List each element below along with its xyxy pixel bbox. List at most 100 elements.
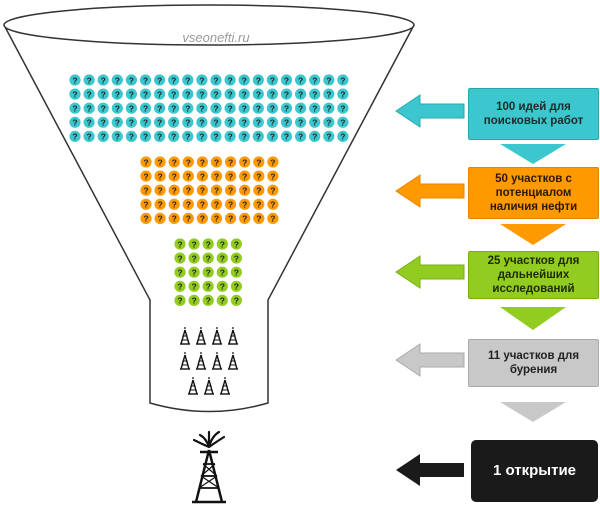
research-question-mark: ? bbox=[234, 253, 239, 263]
idea-dot bbox=[280, 74, 293, 86]
research-dot bbox=[202, 238, 214, 250]
idea-question-mark: ? bbox=[340, 132, 345, 142]
idea-dot bbox=[168, 88, 180, 100]
potential-question-mark: ? bbox=[172, 171, 177, 181]
potential-question-mark: ? bbox=[214, 171, 219, 181]
potential-question-mark: ? bbox=[214, 200, 219, 210]
potential-dot bbox=[210, 198, 223, 210]
research-question-mark: ? bbox=[220, 253, 225, 263]
idea-dot bbox=[224, 116, 236, 128]
idea-dot bbox=[196, 88, 208, 100]
potential-question-mark: ? bbox=[256, 171, 261, 181]
idea-question-mark: ? bbox=[171, 118, 176, 128]
idea-question-mark: ? bbox=[129, 132, 134, 142]
chevron-1 bbox=[500, 144, 566, 164]
idea-question-mark: ? bbox=[157, 75, 162, 85]
idea-question-mark: ? bbox=[340, 89, 345, 99]
idea-dot bbox=[309, 74, 321, 86]
research-question-mark: ? bbox=[191, 239, 196, 249]
research-dot bbox=[188, 294, 200, 306]
potential-dot bbox=[196, 198, 208, 210]
idea-question-mark: ? bbox=[326, 104, 331, 114]
idea-dot bbox=[323, 130, 335, 142]
potential-question-mark: ? bbox=[200, 214, 205, 224]
potential-question-mark: ? bbox=[228, 214, 233, 224]
potential-dot bbox=[182, 156, 194, 168]
idea-question-mark: ? bbox=[157, 132, 162, 142]
idea-dot bbox=[111, 130, 123, 142]
potential-dot bbox=[196, 156, 208, 168]
idea-question-mark: ? bbox=[242, 118, 247, 128]
potential-dot bbox=[196, 184, 208, 196]
idea-dot bbox=[323, 88, 335, 100]
potential-question-mark: ? bbox=[143, 214, 148, 224]
stage-box-drilling: 11 участков для бурения bbox=[468, 339, 599, 387]
idea-dot bbox=[69, 88, 81, 100]
potential-question-mark: ? bbox=[228, 157, 233, 167]
idea-dot bbox=[337, 102, 349, 114]
idea-dot bbox=[139, 102, 152, 114]
idea-question-mark: ? bbox=[284, 104, 289, 114]
idea-dot bbox=[168, 130, 180, 142]
potential-dot bbox=[239, 170, 251, 182]
idea-dot bbox=[323, 102, 335, 114]
potential-question-mark: ? bbox=[256, 200, 261, 210]
stage-box-discovery: 1 открытие bbox=[471, 440, 598, 502]
idea-dot bbox=[69, 130, 81, 142]
research-dot bbox=[188, 252, 200, 264]
idea-dot bbox=[154, 74, 166, 86]
idea-dot bbox=[280, 102, 293, 114]
idea-question-mark: ? bbox=[185, 75, 190, 85]
research-dot bbox=[174, 294, 186, 306]
idea-question-mark: ? bbox=[72, 89, 77, 99]
idea-dot bbox=[337, 74, 349, 86]
potential-question-mark: ? bbox=[242, 200, 247, 210]
idea-dot bbox=[295, 130, 307, 142]
idea-question-mark: ? bbox=[242, 75, 247, 85]
idea-question-mark: ? bbox=[284, 118, 289, 128]
research-question-mark: ? bbox=[177, 282, 182, 292]
potential-dot bbox=[140, 198, 152, 210]
idea-question-mark: ? bbox=[199, 75, 204, 85]
idea-question-mark: ? bbox=[101, 132, 106, 142]
potential-question-mark: ? bbox=[172, 200, 177, 210]
potential-dot bbox=[210, 170, 223, 182]
idea-question-mark: ? bbox=[86, 132, 91, 142]
research-dot bbox=[202, 294, 214, 306]
idea-dot bbox=[238, 74, 250, 86]
idea-dot bbox=[97, 116, 109, 128]
potential-question-mark: ? bbox=[172, 186, 177, 196]
idea-question-mark: ? bbox=[199, 132, 204, 142]
idea-dot bbox=[280, 88, 293, 100]
research-dot bbox=[230, 280, 242, 292]
funnel-rim bbox=[3, 4, 415, 46]
idea-question-mark: ? bbox=[129, 104, 134, 114]
idea-dot bbox=[125, 88, 137, 100]
idea-question-mark: ? bbox=[298, 132, 303, 142]
research-dot bbox=[216, 238, 228, 250]
idea-dot bbox=[252, 130, 264, 142]
watermark-text: vseonefti.ru bbox=[182, 30, 250, 45]
potential-dot bbox=[225, 184, 237, 196]
potential-dot bbox=[253, 212, 265, 224]
idea-question-mark: ? bbox=[270, 104, 275, 114]
idea-question-mark: ? bbox=[284, 75, 289, 85]
research-question-mark: ? bbox=[206, 296, 211, 306]
idea-dot bbox=[238, 116, 250, 128]
potential-question-mark: ? bbox=[256, 186, 261, 196]
ideas-arrow bbox=[395, 94, 465, 128]
idea-question-mark: ? bbox=[199, 118, 204, 128]
research-question-mark: ? bbox=[234, 296, 239, 306]
idea-question-mark: ? bbox=[256, 89, 261, 99]
idea-question-mark: ? bbox=[185, 89, 190, 99]
idea-question-mark: ? bbox=[129, 89, 134, 99]
idea-dot bbox=[154, 102, 166, 114]
potential-question-mark: ? bbox=[186, 214, 191, 224]
potential-dot bbox=[210, 184, 223, 196]
idea-question-mark: ? bbox=[115, 75, 120, 85]
potential-dot bbox=[168, 156, 180, 168]
potential-question-mark: ? bbox=[242, 214, 247, 224]
idea-dot bbox=[210, 130, 222, 142]
idea-question-mark: ? bbox=[185, 104, 190, 114]
